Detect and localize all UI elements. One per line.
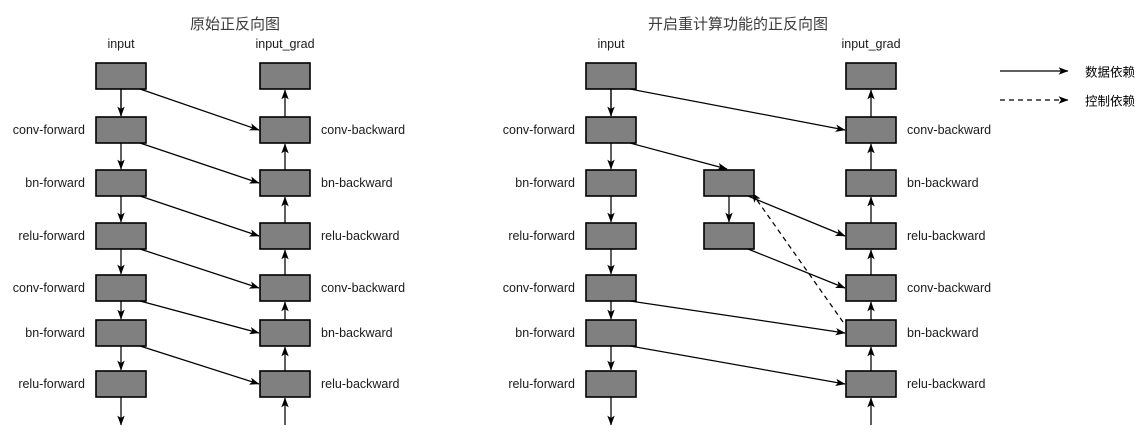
node-recompute-backward-6: [845, 370, 897, 398]
legend-label-control: 控制依赖: [1085, 93, 1136, 109]
node-original-backward-1: [259, 116, 311, 144]
node-recompute-forward-4: [585, 274, 637, 302]
edge-original-cross-1: [139, 142, 260, 184]
node-recompute-backward-4: [845, 274, 897, 302]
row-label-recompute-forward-4: conv-forward: [502, 281, 575, 295]
node-recompute-forward-6: [585, 370, 637, 398]
edge-recompute-cross-1: [629, 300, 846, 336]
row-label-original-forward-6: relu-forward: [18, 377, 85, 391]
edge-recompute-recompute-1: [747, 195, 846, 237]
column-header-recompute-forward: input: [597, 37, 625, 51]
node-original-backward-0: [259, 62, 311, 90]
row-label-recompute-forward-3: relu-forward: [508, 229, 575, 243]
row-label-recompute-backward-5: bn-backward: [907, 326, 979, 340]
row-label-original-forward-2: bn-forward: [25, 176, 85, 190]
node-original-forward-5: [95, 319, 147, 347]
row-label-original-forward-3: relu-forward: [18, 229, 85, 243]
row-label-recompute-forward-2: bn-forward: [515, 176, 575, 190]
row-label-recompute-forward-6: relu-forward: [508, 377, 575, 391]
node-recompute-forward-3: [585, 222, 637, 250]
row-label-original-forward-5: bn-forward: [25, 326, 85, 340]
row-label-original-backward-2: bn-backward: [321, 176, 393, 190]
node-original-forward-4: [95, 274, 147, 302]
row-label-original-backward-3: relu-backward: [321, 229, 400, 243]
row-label-recompute-backward-6: relu-backward: [907, 377, 986, 391]
diagram-title-original: 原始正反向图: [189, 17, 281, 33]
column-header-recompute-backward: input_grad: [841, 37, 901, 51]
row-label-original-backward-1: conv-backward: [321, 123, 406, 137]
row-label-recompute-backward-3: relu-backward: [907, 229, 986, 243]
node-original-forward-2: [95, 169, 147, 197]
edge-recompute-cross-2: [629, 345, 846, 387]
edge-original-cross-2: [139, 195, 260, 237]
node-original-backward-5: [259, 319, 311, 347]
node-recompute-forward-1: [585, 116, 637, 144]
node-original-backward-2: [259, 169, 311, 197]
row-label-recompute-backward-1: conv-backward: [907, 123, 992, 137]
node-original-forward-1: [95, 116, 147, 144]
node-layer: [95, 62, 897, 398]
edge-original-cross-5: [139, 345, 260, 385]
node-recompute-backward-2: [845, 169, 897, 197]
node-recompute-forward-0: [585, 62, 637, 90]
node-recompute-forward-2: [585, 169, 637, 197]
node-original-backward-4: [259, 274, 311, 302]
row-label-original-backward-6: relu-backward: [321, 377, 400, 391]
diagram-title-recompute: 开启重计算功能的正反向图: [647, 17, 829, 33]
node-recompute-recompute-2: [703, 169, 755, 197]
node-original-backward-3: [259, 222, 311, 250]
edge-original-cross-3: [139, 248, 260, 289]
node-recompute-recompute-3: [703, 222, 755, 250]
edge-recompute-recompute-3: [751, 192, 844, 323]
column-header-original-backward: input_grad: [255, 37, 315, 51]
row-label-recompute-backward-2: bn-backward: [907, 176, 979, 190]
row-label-original-backward-5: bn-backward: [321, 326, 393, 340]
node-original-forward-3: [95, 222, 147, 250]
row-label-original-forward-1: conv-forward: [12, 123, 85, 137]
node-recompute-backward-5: [845, 319, 897, 347]
edge-layer: [117, 67, 1069, 426]
edge-original-cross-4: [139, 300, 260, 335]
row-label-recompute-backward-4: conv-backward: [907, 281, 992, 295]
row-label-recompute-forward-1: conv-forward: [502, 123, 575, 137]
edge-recompute-cross-0: [629, 88, 846, 132]
legend-label-data: 数据依赖: [1085, 64, 1136, 80]
node-recompute-backward-0: [845, 62, 897, 90]
column-header-original-forward: input: [107, 37, 135, 51]
edge-recompute-recompute-0: [629, 142, 728, 171]
node-recompute-backward-1: [845, 116, 897, 144]
edge-recompute-recompute-2: [747, 248, 846, 289]
row-label-original-backward-4: conv-backward: [321, 281, 406, 295]
node-original-forward-0: [95, 62, 147, 90]
row-label-original-forward-4: conv-forward: [12, 281, 85, 295]
node-original-backward-6: [259, 370, 311, 398]
node-original-forward-6: [95, 370, 147, 398]
row-label-recompute-forward-5: bn-forward: [515, 326, 575, 340]
node-recompute-backward-3: [845, 222, 897, 250]
edge-original-cross-0: [139, 88, 260, 131]
node-recompute-forward-5: [585, 319, 637, 347]
